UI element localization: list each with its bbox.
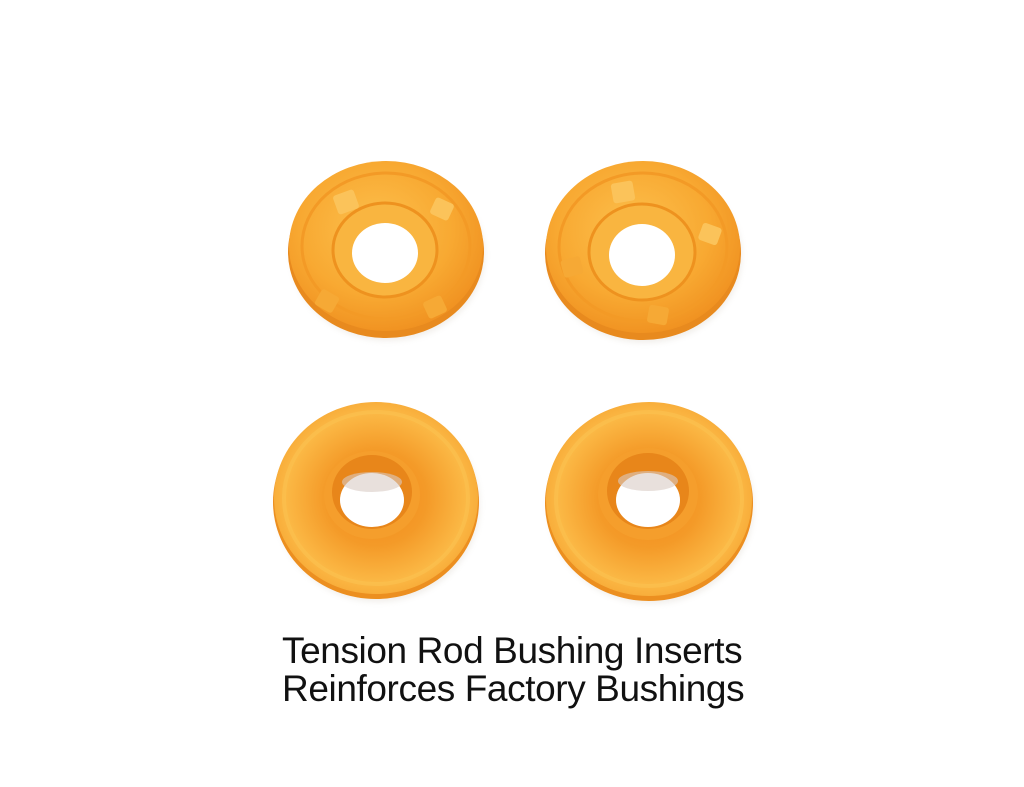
caption: Tension Rod Bushing Inserts Reinforces F…: [282, 630, 745, 709]
bushing-top-right: [545, 161, 742, 343]
bushing-bottom-left: [273, 402, 480, 602]
bushing-top-left: [288, 161, 485, 341]
caption-line-2: Reinforces Factory Bushings: [282, 668, 745, 709]
center-hole: [352, 223, 418, 283]
center-hole: [609, 224, 675, 286]
bushing-bottom-right: [545, 402, 754, 604]
caption-line-1: Tension Rod Bushing Inserts: [282, 630, 743, 671]
